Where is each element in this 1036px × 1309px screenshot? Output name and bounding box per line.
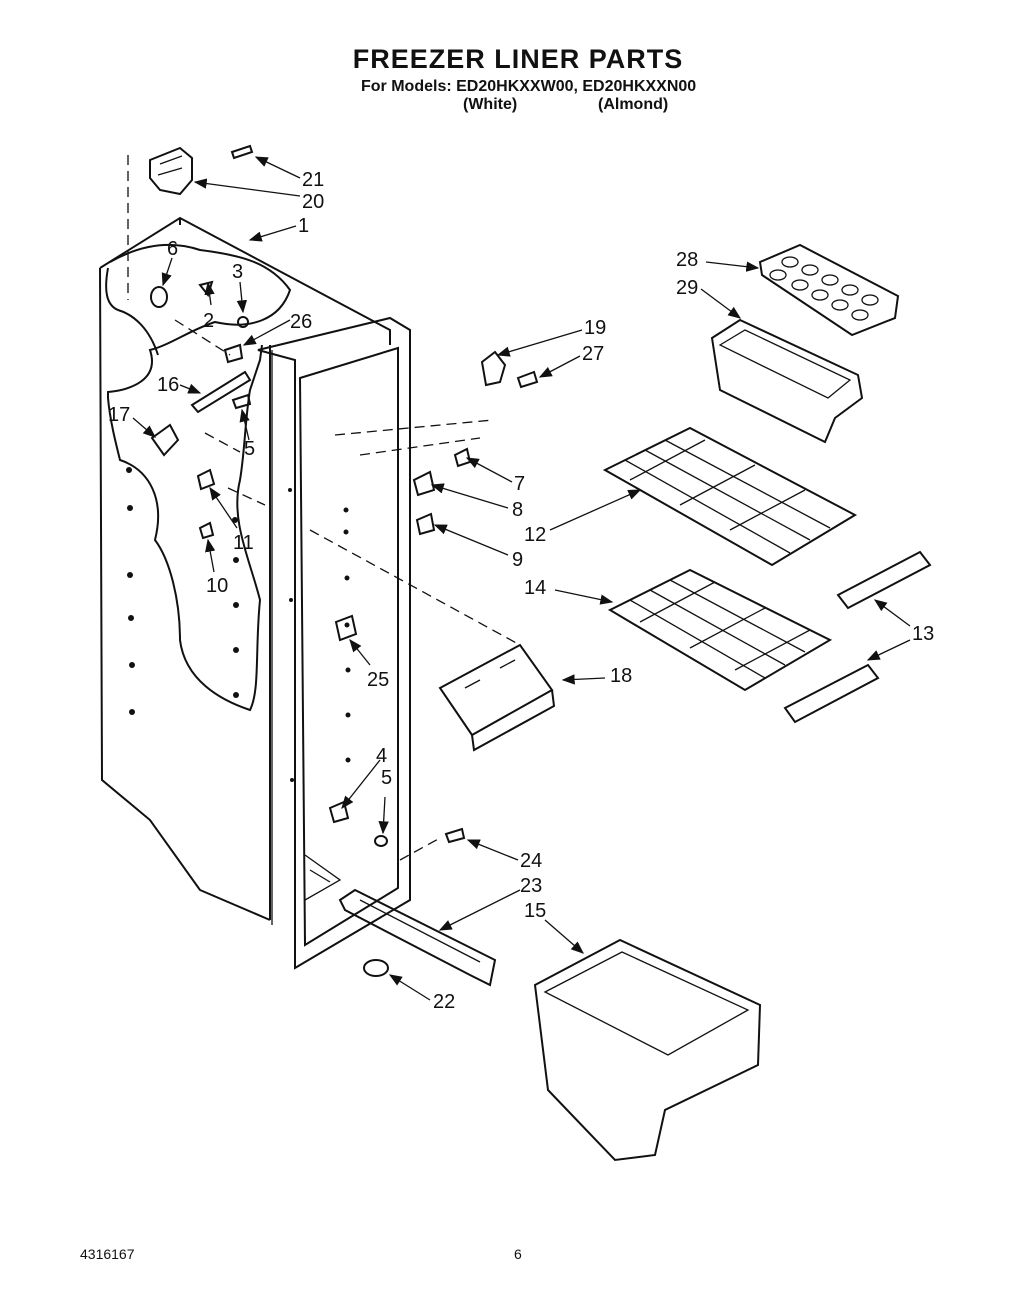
callout-3: 3: [232, 261, 243, 283]
callout-17: 17: [108, 404, 130, 426]
callout-21: 21: [302, 169, 324, 191]
ice-tray-28: [758, 243, 900, 337]
callout-16: 16: [157, 374, 179, 396]
callout-25: 25: [367, 669, 389, 691]
callout-11: 11: [233, 532, 254, 554]
callout-27: 27: [582, 343, 604, 365]
callout-23: 23: [520, 875, 542, 897]
part-5-screw-upper: [231, 393, 252, 410]
callout-12: 12: [524, 524, 546, 546]
part-6-plug: [150, 286, 168, 308]
wire-shelf-12: [602, 426, 858, 567]
callout-13: 13: [912, 623, 934, 645]
part-17-switch: [150, 423, 180, 457]
part-24-screw: [444, 827, 466, 844]
part-3-screw: [237, 316, 249, 328]
wire-shelf-14: [607, 568, 833, 692]
callout-18: 18: [610, 665, 632, 687]
screw-21: [230, 144, 254, 160]
shelf-support-18: [438, 643, 556, 752]
part-4-clip: [328, 800, 350, 824]
part-5-screw-lower: [374, 835, 388, 847]
callout-5-upper: 5: [244, 438, 255, 460]
part-7-clip: [453, 447, 472, 468]
callout-28: 28: [676, 249, 698, 271]
part-19-thermostat: [480, 350, 507, 387]
callout-6: 6: [167, 238, 178, 260]
page-title: FREEZER LINER PARTS: [352, 44, 684, 74]
callout-8: 8: [512, 499, 523, 521]
callout-14: 14: [524, 577, 546, 599]
callout-9: 9: [512, 549, 523, 571]
part-26-bracket: [223, 343, 244, 364]
callout-24: 24: [520, 850, 542, 872]
models-line: For Models: ED20HKXXW00, ED20HKXXN00: [361, 78, 697, 95]
callout-26: 26: [290, 311, 312, 333]
callout-20: 20: [302, 191, 324, 213]
control-housing-part: [149, 146, 193, 196]
color-almond-label: (Almond): [598, 96, 669, 113]
freezer-liner: [99, 216, 411, 970]
crisper-pan-15: [533, 938, 762, 1162]
part-2-clip: [198, 280, 214, 298]
page-number: 6: [514, 1246, 522, 1262]
part-16-bar: [190, 370, 252, 414]
ice-bin-29: [710, 318, 864, 444]
callout-2: 2: [203, 310, 214, 332]
part-11-bolt: [196, 468, 216, 491]
part-23-rail: [338, 888, 497, 987]
part-27-screw: [516, 370, 539, 389]
part-8-bracket: [412, 470, 436, 497]
callout-4: 4: [376, 745, 387, 767]
callout-29: 29: [676, 277, 698, 299]
part-10-bolt: [198, 521, 215, 540]
part-25-block: [334, 614, 358, 642]
callout-10: 10: [206, 575, 228, 597]
callout-15: 15: [524, 900, 546, 922]
document-number: 4316167: [80, 1246, 135, 1262]
part-22-foot: [363, 959, 389, 977]
color-white-label: (White): [463, 96, 518, 113]
callout-22: 22: [433, 991, 455, 1013]
callout-5-lower: 5: [381, 767, 392, 789]
shelf-rail-13-upper: [836, 550, 932, 610]
callout-19: 19: [584, 317, 606, 339]
part-9-clip: [415, 512, 436, 536]
shelf-rail-13-lower: [783, 663, 880, 724]
callout-1: 1: [298, 215, 309, 237]
callout-7: 7: [514, 473, 525, 495]
